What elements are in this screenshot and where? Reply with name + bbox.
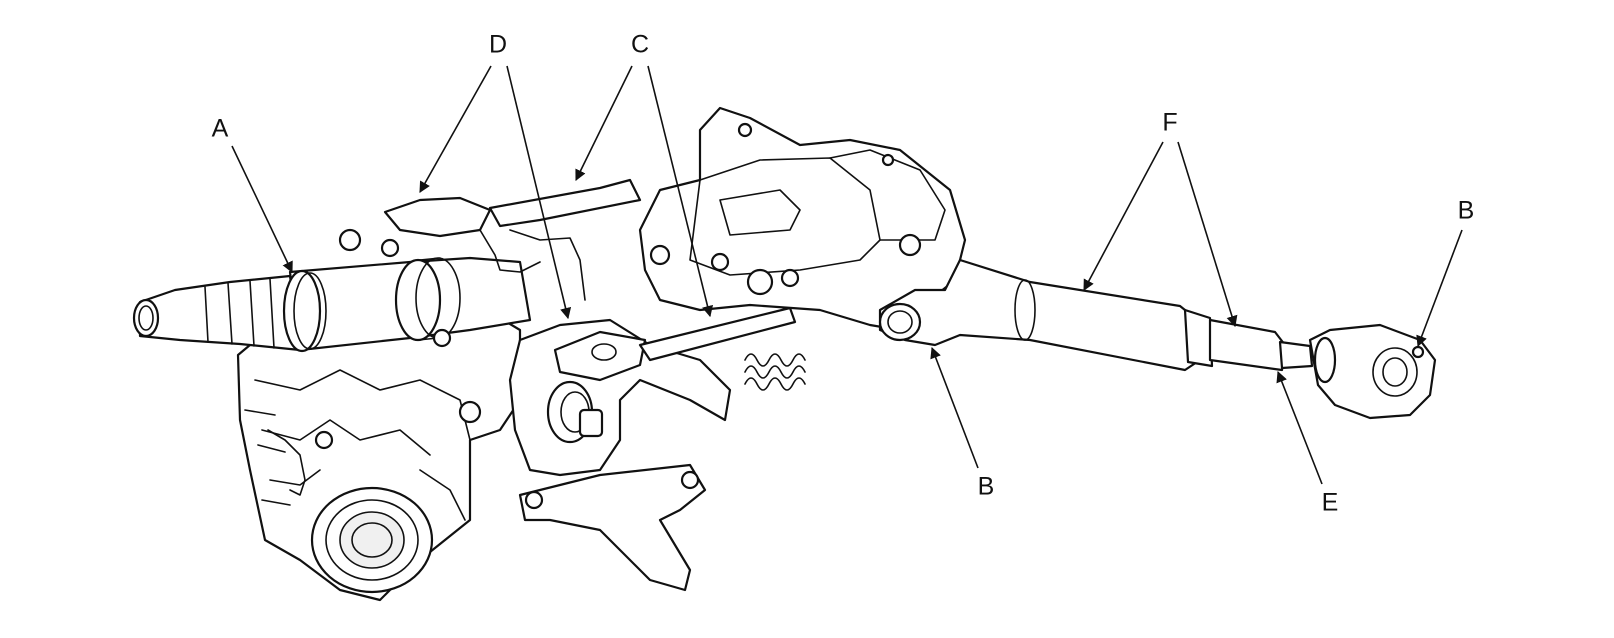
lower-mount-bracket xyxy=(518,463,707,592)
tilt-spring xyxy=(744,353,806,391)
leader-c-right xyxy=(647,65,714,318)
leader-b-left xyxy=(930,346,979,469)
callout-a: A xyxy=(212,115,229,143)
leader-b-right xyxy=(1416,229,1463,348)
leader-d-right xyxy=(506,65,572,320)
callout-c: C xyxy=(631,31,649,59)
upper-mount-bracket xyxy=(383,106,967,332)
callout-d: D xyxy=(489,31,507,59)
leader-c-left xyxy=(575,65,633,182)
callout-e: E xyxy=(1322,489,1339,517)
callout-b-left: B xyxy=(978,473,995,501)
leader-d-left xyxy=(419,65,492,193)
leader-e xyxy=(1276,370,1323,485)
leader-f-right xyxy=(1177,141,1238,328)
callout-f: F xyxy=(1162,109,1177,137)
column-housing xyxy=(236,298,522,602)
intermediate-shaft xyxy=(878,258,1437,420)
tilt-lever xyxy=(508,306,797,477)
callout-labels: A D C F B B E xyxy=(212,31,1475,517)
leader-f-left xyxy=(1083,141,1164,291)
callout-leaders xyxy=(231,65,1463,485)
callout-b-right: B xyxy=(1458,197,1475,225)
steering-column-assembly xyxy=(132,106,1437,602)
upper-column-tube xyxy=(132,228,532,353)
leader-a xyxy=(231,145,293,274)
